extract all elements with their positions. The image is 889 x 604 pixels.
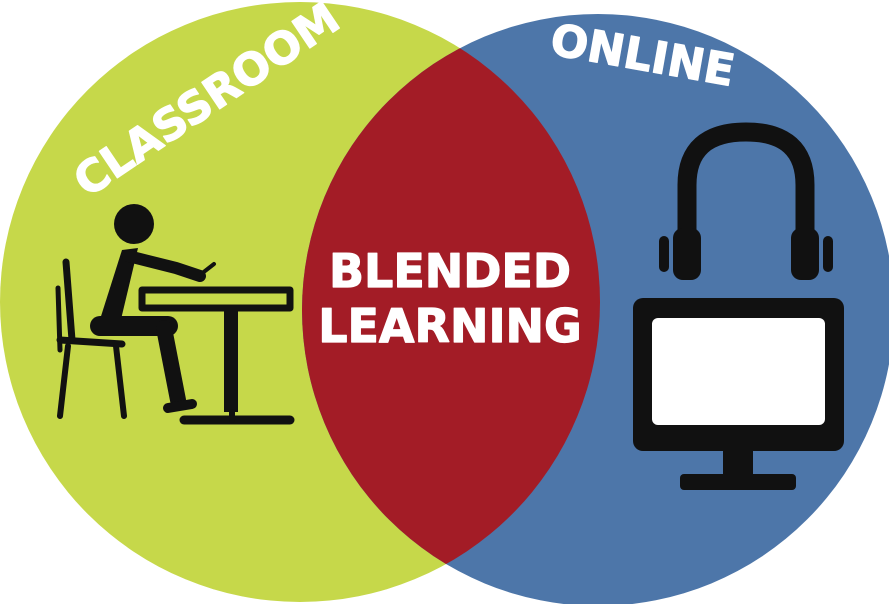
- student-at-desk-icon: [55, 204, 295, 425]
- blended-learning-overlap: [302, 14, 600, 602]
- monitor-screen: [652, 318, 825, 425]
- blended-label: BLENDED: [329, 244, 571, 298]
- computer-with-headphones-icon: [633, 122, 844, 490]
- learning-label: LEARNING: [318, 299, 582, 353]
